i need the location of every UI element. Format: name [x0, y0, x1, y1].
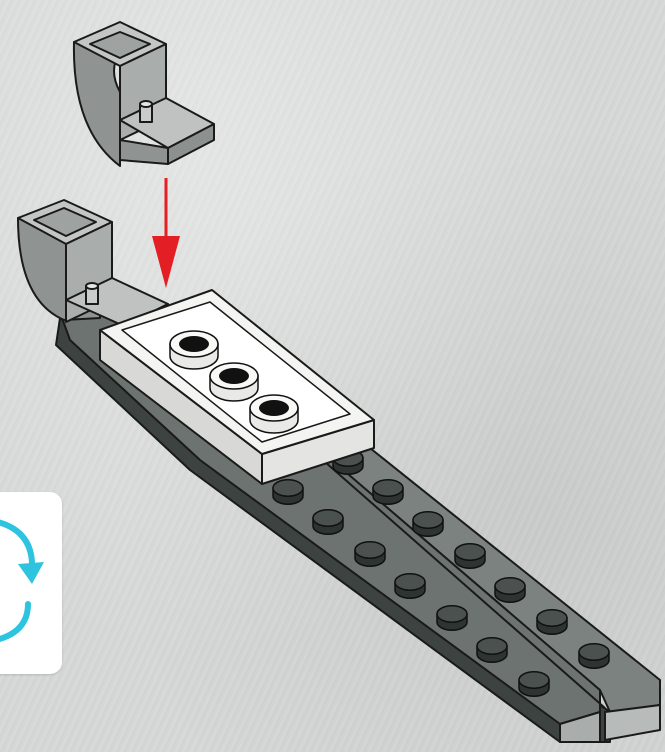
rotate-arrows-icon — [0, 492, 62, 674]
base-stud — [579, 644, 609, 669]
upper-curved-bracket — [74, 22, 214, 166]
base-stud — [495, 578, 525, 603]
base-stud — [477, 638, 507, 663]
plate-stud — [210, 363, 258, 401]
base-stud — [355, 542, 385, 567]
base-stud — [537, 610, 567, 635]
base-stud — [273, 480, 303, 505]
base-stud — [413, 512, 443, 537]
base-stud — [395, 574, 425, 599]
base-stud — [373, 480, 403, 505]
plate-stud — [250, 395, 298, 433]
rotate-callout — [0, 492, 62, 674]
base-stud — [437, 606, 467, 631]
insertion-arrow — [152, 178, 180, 288]
base-stud — [519, 672, 549, 697]
plate-stud — [170, 331, 218, 369]
base-stud — [313, 510, 343, 535]
base-stud — [455, 544, 485, 569]
